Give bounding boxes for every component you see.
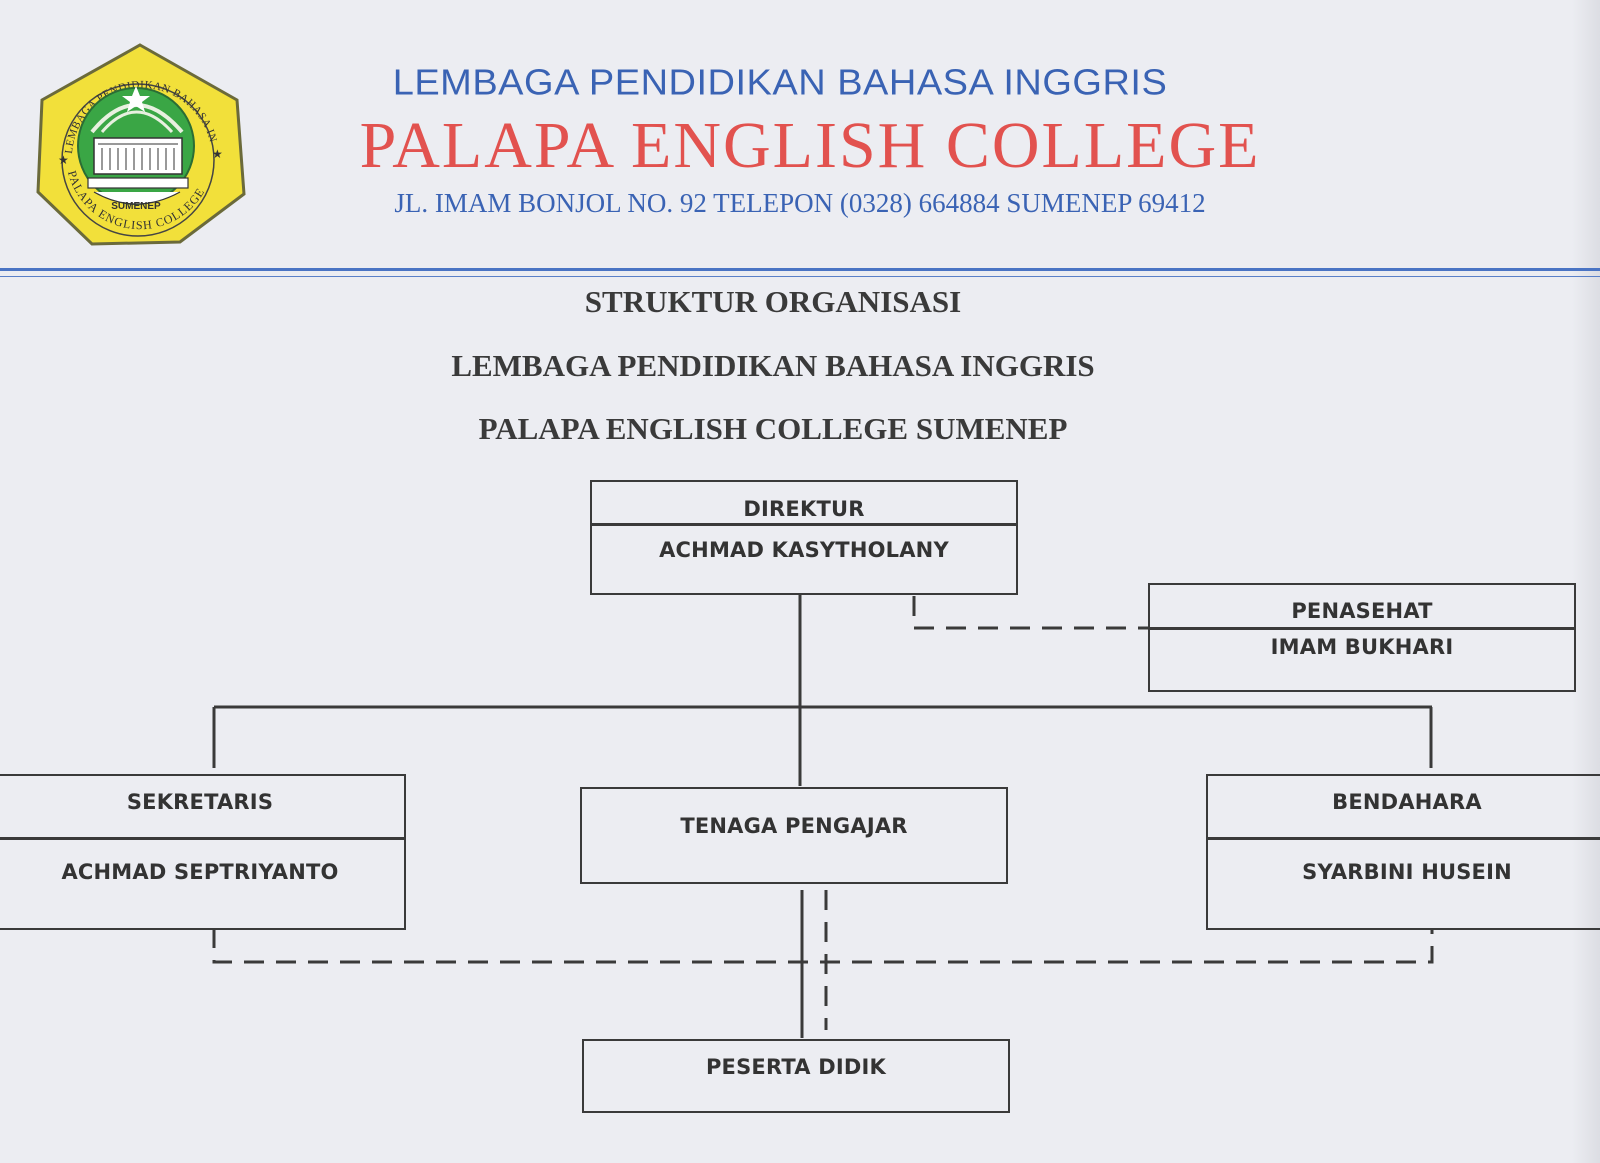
direktur-role: DIREKTUR [743, 497, 865, 521]
box-penasehat: PENASEHAT IMAM BUKHARI [1148, 583, 1576, 692]
svg-text:★: ★ [212, 147, 223, 161]
header-college-name: PALAPA ENGLISH COLLEGE [359, 109, 1261, 182]
peserta-didik-role: PESERTA DIDIK [705, 1055, 887, 1079]
divider [0, 837, 404, 840]
tenaga-pengajar-role: TENAGA PENGAJAR [680, 814, 908, 838]
header-address: JL. IMAM BONJOL NO. 92 TELEPON (0328) 66… [394, 188, 1206, 218]
bendahara-role: BENDAHARA [1332, 790, 1482, 814]
header-rule-thick [0, 268, 1600, 271]
divider [1150, 627, 1574, 630]
bendahara-name: SYARBINI HUSEIN [1302, 860, 1512, 884]
dashed-link-sekretaris-bendahara [212, 928, 1434, 964]
divider [1208, 837, 1600, 840]
box-bendahara: BENDAHARA SYARBINI HUSEIN [1206, 774, 1600, 930]
page-edge-shadow [1572, 0, 1600, 1163]
penasehat-role: PENASEHAT [1291, 599, 1433, 623]
box-direktur: DIREKTUR ACHMAD KASYTHOLANY [590, 480, 1018, 595]
title-line-1: STRUKTUR ORGANISASI [584, 284, 962, 319]
box-sekretaris: SEKRETARIS ACHMAD SEPTRIYANTO [0, 774, 406, 930]
svg-text:★: ★ [58, 153, 69, 167]
logo-banner-text: SUMENEP [111, 201, 161, 212]
college-logo: LEMBAGA PENDIDIKAN BAHASA INGGRIS PALAPA… [32, 42, 246, 246]
title-line-2: LEMBAGA PENDIDIKAN BAHASA INGGRIS [451, 348, 1095, 383]
box-tenaga-pengajar: TENAGA PENGAJAR [580, 787, 1008, 884]
header-rule-thin [0, 276, 1600, 277]
box-peserta-didik: PESERTA DIDIK [582, 1039, 1010, 1113]
dashed-link-penasehat [912, 596, 1148, 630]
title-line-3: PALAPA ENGLISH COLLEGE SUMENEP [478, 411, 1068, 446]
header-institution-line: LEMBAGA PENDIDIKAN BAHASA INGGRIS [392, 63, 1168, 103]
penasehat-name: IMAM BUKHARI [1270, 635, 1454, 659]
sekretaris-role: SEKRETARIS [126, 790, 274, 814]
sekretaris-name: ACHMAD SEPTRIYANTO [61, 860, 339, 884]
direktur-name: ACHMAD KASYTHOLANY [659, 538, 949, 562]
divider [592, 523, 1016, 526]
